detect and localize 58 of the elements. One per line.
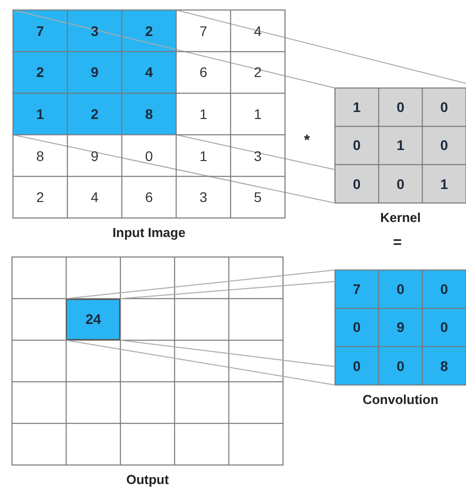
cell-value: 0 <box>352 176 361 191</box>
cell-value: 9 <box>396 320 404 334</box>
cell-value: 2 <box>145 24 153 38</box>
cell-value: 2 <box>36 65 44 80</box>
highlighted-cell: 24 <box>66 298 120 340</box>
cell-value: 8 <box>36 148 44 163</box>
projection-line <box>176 10 466 84</box>
projection-line <box>176 134 336 170</box>
cell-value: 9 <box>90 65 98 80</box>
cell-value: 0 <box>352 320 361 334</box>
cell-value: 1 <box>199 106 208 121</box>
grid-title: Output <box>125 472 170 487</box>
grid-title: Kernel <box>379 210 422 225</box>
cell-value: 6 <box>145 190 153 204</box>
cell-value: 1 <box>36 106 44 121</box>
cell-value: 0 <box>440 320 448 334</box>
cell-value: 1 <box>254 106 262 121</box>
cell-value: 0 <box>352 358 361 373</box>
projection-line <box>12 134 336 204</box>
cell-value: 2 <box>36 190 44 204</box>
cell-value: 0 <box>396 358 404 373</box>
cell-value: 4 <box>254 24 262 38</box>
cell-value: 4 <box>90 190 98 204</box>
cell-value: 1 <box>440 176 448 191</box>
operator-symbol: * <box>304 132 310 149</box>
cell-value: 0 <box>396 100 404 114</box>
cell-value: 0 <box>440 138 448 152</box>
cell-value: 9 <box>90 148 98 163</box>
cell-value: 0 <box>396 282 404 296</box>
grid-title: Convolution <box>362 392 440 407</box>
cell-value: 1 <box>199 148 208 163</box>
cell-value: 0 <box>440 100 448 114</box>
cell-value: 2 <box>254 65 262 80</box>
cell-value: 4 <box>145 65 153 80</box>
highlight-region <box>13 10 176 135</box>
cell-value: 2 <box>90 106 98 121</box>
cell-value: 3 <box>254 148 262 163</box>
cell-value: 5 <box>254 190 262 204</box>
projection-line <box>66 270 336 300</box>
operator-symbol: = <box>393 234 402 251</box>
cell-value: 8 <box>440 358 448 373</box>
projection-line <box>66 340 336 386</box>
cell-value: 3 <box>199 190 208 204</box>
cell-value: 8 <box>145 106 153 121</box>
cell-value: 7 <box>352 282 361 296</box>
cell-value: 7 <box>199 24 208 38</box>
projection-line <box>12 10 336 88</box>
cell-value: 1 <box>396 138 404 152</box>
grid-title: Input Image <box>112 225 186 240</box>
cell-value: 0 <box>145 148 153 163</box>
cell-value: 6 <box>199 65 208 80</box>
cell-value: 0 <box>440 282 448 296</box>
cell-value: 0 <box>352 138 361 152</box>
projection-line <box>120 340 336 368</box>
cell-value: 7 <box>36 24 44 38</box>
cell-value: 0 <box>396 176 404 191</box>
cell-value: 1 <box>352 100 361 114</box>
projection-line <box>120 281 336 300</box>
